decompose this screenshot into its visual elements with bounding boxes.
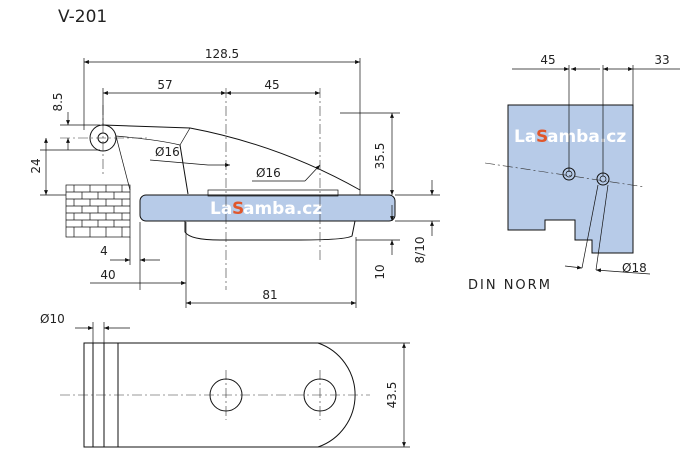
dim-8-10: 8/10 (413, 237, 427, 264)
svg-text:amba.cz: amba.cz (547, 127, 626, 147)
dim-phi10: Ø10 (40, 312, 65, 326)
svg-text:S: S (232, 199, 244, 219)
dim-phi16-b: Ø16 (256, 166, 281, 180)
svg-text:S: S (536, 127, 548, 147)
dim-10: 10 (373, 264, 387, 279)
din-norm-view: La S amba.cz 45 33 Ø18 DIN NORM (468, 53, 680, 293)
dim-din-phi18: Ø18 (622, 261, 647, 275)
brand-watermark-glass: La S amba.cz (210, 199, 322, 219)
svg-text:La: La (210, 199, 232, 219)
top-view: Ø10 43.5 (40, 312, 410, 448)
svg-text:La: La (514, 127, 536, 147)
dim-din-45: 45 (540, 53, 555, 67)
din-glass-panel (507, 104, 634, 254)
wall-hatch (65, 184, 131, 238)
dim-40: 40 (100, 268, 115, 282)
drawing-title: V-201 (58, 7, 107, 27)
din-norm-label: DIN NORM (468, 278, 552, 293)
clamp-plate (184, 220, 356, 241)
side-view: La S amba.cz 128.5 57 45 8.5 (29, 47, 440, 308)
svg-text:amba.cz: amba.cz (243, 199, 322, 219)
dim-4: 4 (100, 244, 108, 258)
dim-43-5: 43.5 (385, 382, 399, 409)
dim-81: 81 (262, 288, 277, 302)
dim-57: 57 (157, 78, 172, 92)
dim-8-5: 8.5 (51, 92, 65, 111)
dim-45-top: 45 (264, 78, 279, 92)
dim-128-5: 128.5 (205, 47, 239, 61)
dim-din-33: 33 (654, 53, 669, 67)
dim-phi16-a: Ø16 (155, 145, 180, 159)
dim-24: 24 (29, 158, 43, 173)
brand-watermark-din: La S amba.cz (514, 127, 626, 147)
dim-35-5: 35.5 (373, 143, 387, 170)
hinge-arm-profile (102, 124, 361, 191)
hinge-plate-outline (83, 342, 356, 448)
